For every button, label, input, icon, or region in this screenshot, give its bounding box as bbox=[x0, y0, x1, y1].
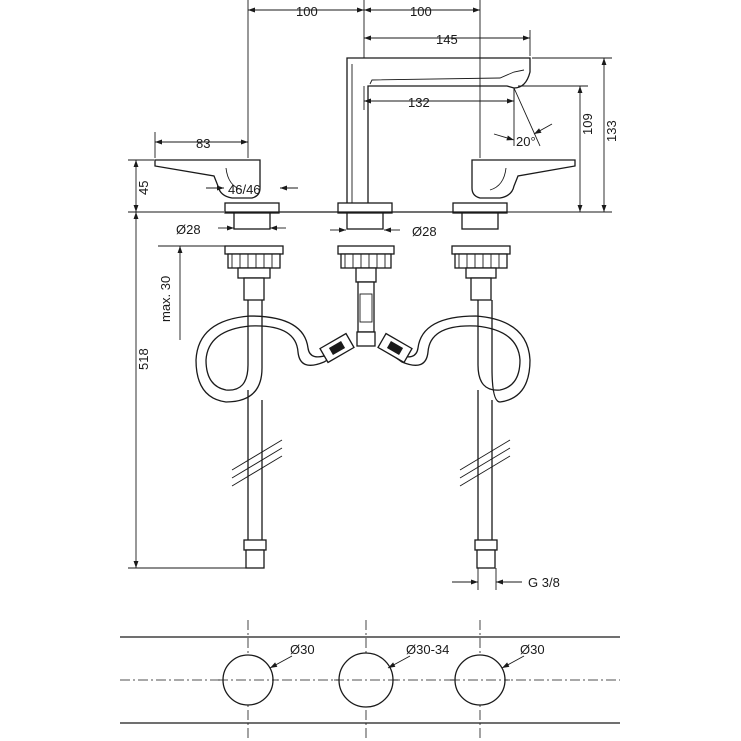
mounting-nut-center bbox=[337, 245, 395, 333]
dim-100-left: 100 bbox=[296, 4, 318, 19]
hole-label-left: Ø30 bbox=[290, 642, 315, 657]
deck-plan-view: Ø30 Ø30-34 Ø30 bbox=[120, 620, 620, 740]
dim-133: 133 bbox=[604, 120, 619, 142]
dim-100-right: 100 bbox=[410, 4, 432, 19]
dim-46-46: 46/46 bbox=[228, 182, 261, 197]
dimension-labels: 100 100 145 132 133 109 20° 83 45 46/46 … bbox=[136, 4, 619, 590]
dim-diameter-28-left: Ø28 bbox=[176, 222, 201, 237]
dim-132: 132 bbox=[408, 95, 430, 110]
spout bbox=[337, 57, 531, 230]
deck-hole-right bbox=[454, 654, 506, 706]
dim-518: 518 bbox=[136, 348, 151, 370]
deck-hole-left bbox=[222, 654, 274, 706]
dim-83: 83 bbox=[196, 136, 210, 151]
left-hose bbox=[195, 300, 341, 569]
right-hose bbox=[387, 300, 531, 569]
center-tee bbox=[319, 331, 413, 364]
mounting-nut-left bbox=[224, 245, 284, 301]
dim-thread-g38: G 3/8 bbox=[528, 575, 560, 590]
dim-45: 45 bbox=[136, 181, 151, 195]
dim-145: 145 bbox=[436, 32, 458, 47]
hole-label-right: Ø30 bbox=[520, 642, 545, 657]
dim-diameter-28-right: Ø28 bbox=[412, 224, 437, 239]
dim-max-30: max. 30 bbox=[158, 276, 173, 322]
dimension-lines bbox=[128, 0, 612, 590]
break-marks bbox=[231, 439, 511, 487]
dim-20-degrees: 20° bbox=[516, 134, 536, 149]
hole-label-center: Ø30-34 bbox=[406, 642, 449, 657]
mounting-nut-right bbox=[451, 245, 511, 301]
right-handle bbox=[452, 159, 576, 230]
dim-109: 109 bbox=[580, 113, 595, 135]
